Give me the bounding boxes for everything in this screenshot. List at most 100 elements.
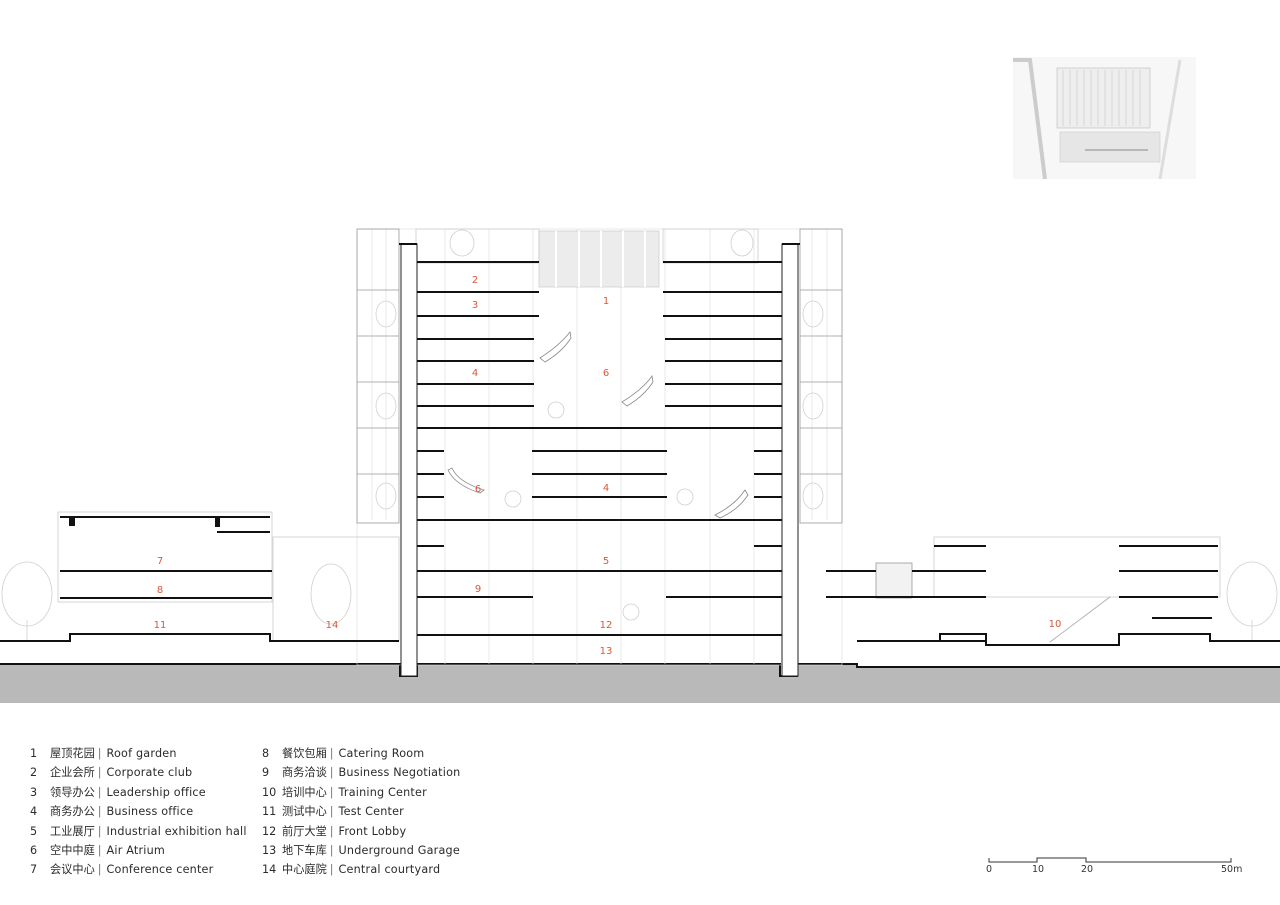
legend-item: 1 屋顶花园| Roof garden [30, 744, 247, 763]
legend-item: 6 空中中庭| Air Atrium [30, 841, 247, 860]
legend-separator: | [97, 844, 102, 858]
legend-chinese-label: 前厅大堂 [282, 824, 327, 838]
legend-english-label: Catering Room [338, 747, 425, 760]
right-wing [826, 536, 1280, 646]
legend-english-label: Business Negotiation [338, 766, 461, 780]
legend-chinese-label: 会议中心 [50, 863, 95, 877]
tower-facade [356, 228, 843, 524]
legend-chinese-label: 空中中庭 [50, 844, 95, 858]
legend-item: 3 领导办公| Leadership office [30, 783, 247, 802]
legend-english-label: Test Center [338, 805, 404, 819]
room-number-label: 13 [600, 646, 613, 657]
legend-chinese-label: 企业会所 [50, 766, 95, 780]
legend-number: 10 [262, 785, 277, 799]
legend-chinese-label: 商务洽谈 [282, 766, 327, 780]
key-plan [1013, 57, 1196, 180]
legend-number: 7 [30, 863, 38, 877]
legend-chinese-label: 测试中心 [282, 805, 327, 819]
legend-number: 1 [30, 747, 38, 760]
legend-separator: | [97, 805, 102, 819]
legend-item: 12 前厅大堂| Front Lobby [262, 822, 460, 841]
tower-gridlines [356, 228, 843, 666]
scale-bar [988, 857, 1232, 863]
legend-number: 2 [30, 766, 38, 780]
room-number-label: 5 [603, 556, 609, 567]
legend-english-label: Leadership office [106, 785, 206, 799]
scale-tick-0: 0 [986, 864, 993, 875]
scale-tick-20: 20 [1081, 864, 1094, 875]
legend-separator: | [329, 766, 334, 780]
legend-item: 13 地下车库| Underground Garage [262, 841, 460, 860]
legend-number: 12 [262, 824, 277, 838]
legend-english-label: Business office [106, 805, 194, 819]
room-number-label: 9 [475, 584, 481, 595]
legend-english-label: Central courtyard [338, 863, 441, 877]
room-number-label: 7 [157, 556, 163, 567]
legend-separator: | [329, 844, 334, 858]
legend-number: 4 [30, 805, 38, 819]
legend-number: 13 [262, 844, 277, 858]
room-number-label: 12 [600, 620, 613, 631]
tree-outlines [1, 229, 1278, 640]
room-number-label: 4 [472, 368, 478, 379]
room-number-label: 1 [603, 296, 609, 307]
room-number-label: 8 [157, 585, 163, 596]
legend-separator: | [329, 747, 334, 760]
legend-separator: | [97, 747, 102, 760]
room-number-label: 6 [603, 368, 609, 379]
legend-english-label: Corporate club [106, 766, 193, 780]
legend-english-label: Underground Garage [338, 844, 460, 858]
room-number-label: 10 [1049, 619, 1062, 630]
room-number-label: 4 [603, 483, 609, 494]
legend-number: 6 [30, 844, 38, 858]
legend-separator: | [97, 863, 102, 877]
room-number-label: 14 [326, 620, 339, 631]
legend-english-label: Industrial exhibition hall [106, 824, 247, 838]
legend-chinese-label: 地下车库 [282, 844, 327, 858]
legend-chinese-label: 领导办公 [50, 785, 95, 799]
room-number-label: 2 [472, 275, 478, 286]
legend-number: 9 [262, 766, 270, 780]
legend-separator: | [329, 863, 334, 877]
legend-chinese-label: 中心庭院 [282, 863, 327, 877]
left-wing [0, 511, 986, 642]
room-number-label: 3 [472, 300, 478, 311]
room-number-label: 6 [475, 484, 481, 495]
tower-floor-slabs [399, 243, 800, 636]
legend-english-label: Air Atrium [106, 844, 166, 858]
scale-tick-10: 10 [1032, 864, 1045, 875]
legend-english-label: Training Center [338, 785, 427, 799]
legend-number: 8 [262, 747, 270, 760]
legend-chinese-label: 工业展厅 [50, 824, 95, 838]
legend-number: 5 [30, 824, 38, 838]
legend-separator: | [329, 824, 334, 838]
roof-garden-glazing [415, 228, 759, 288]
scale-tick-50m: 50m [1221, 864, 1243, 875]
structural-cores [400, 243, 799, 677]
legend-number: 3 [30, 785, 38, 799]
legend-chinese-label: 商务办公 [50, 805, 95, 819]
legend-english-label: Roof garden [106, 747, 177, 760]
legend-separator: | [329, 785, 334, 799]
legend-number: 11 [262, 805, 277, 819]
legend-item: 5 工业展厅| Industrial exhibition hall [30, 822, 247, 841]
legend-chinese-label: 培训中心 [282, 785, 327, 799]
ground [0, 663, 1280, 703]
legend-chinese-label: 屋顶花园 [50, 747, 95, 760]
legend-item: 14 中心庭院| Central courtyard [262, 860, 460, 879]
legend-separator: | [97, 824, 102, 838]
legend-item: 4 商务办公| Business office [30, 802, 247, 821]
legend-chinese-label: 餐饮包厢 [282, 747, 327, 760]
legend-number: 14 [262, 863, 277, 877]
legend-item: 8 餐饮包厢| Catering Room [262, 744, 460, 763]
legend-item: 10 培训中心| Training Center [262, 783, 460, 802]
room-number-label: 11 [154, 620, 167, 631]
legend-separator: | [97, 785, 102, 799]
legend-english-label: Front Lobby [338, 824, 407, 838]
